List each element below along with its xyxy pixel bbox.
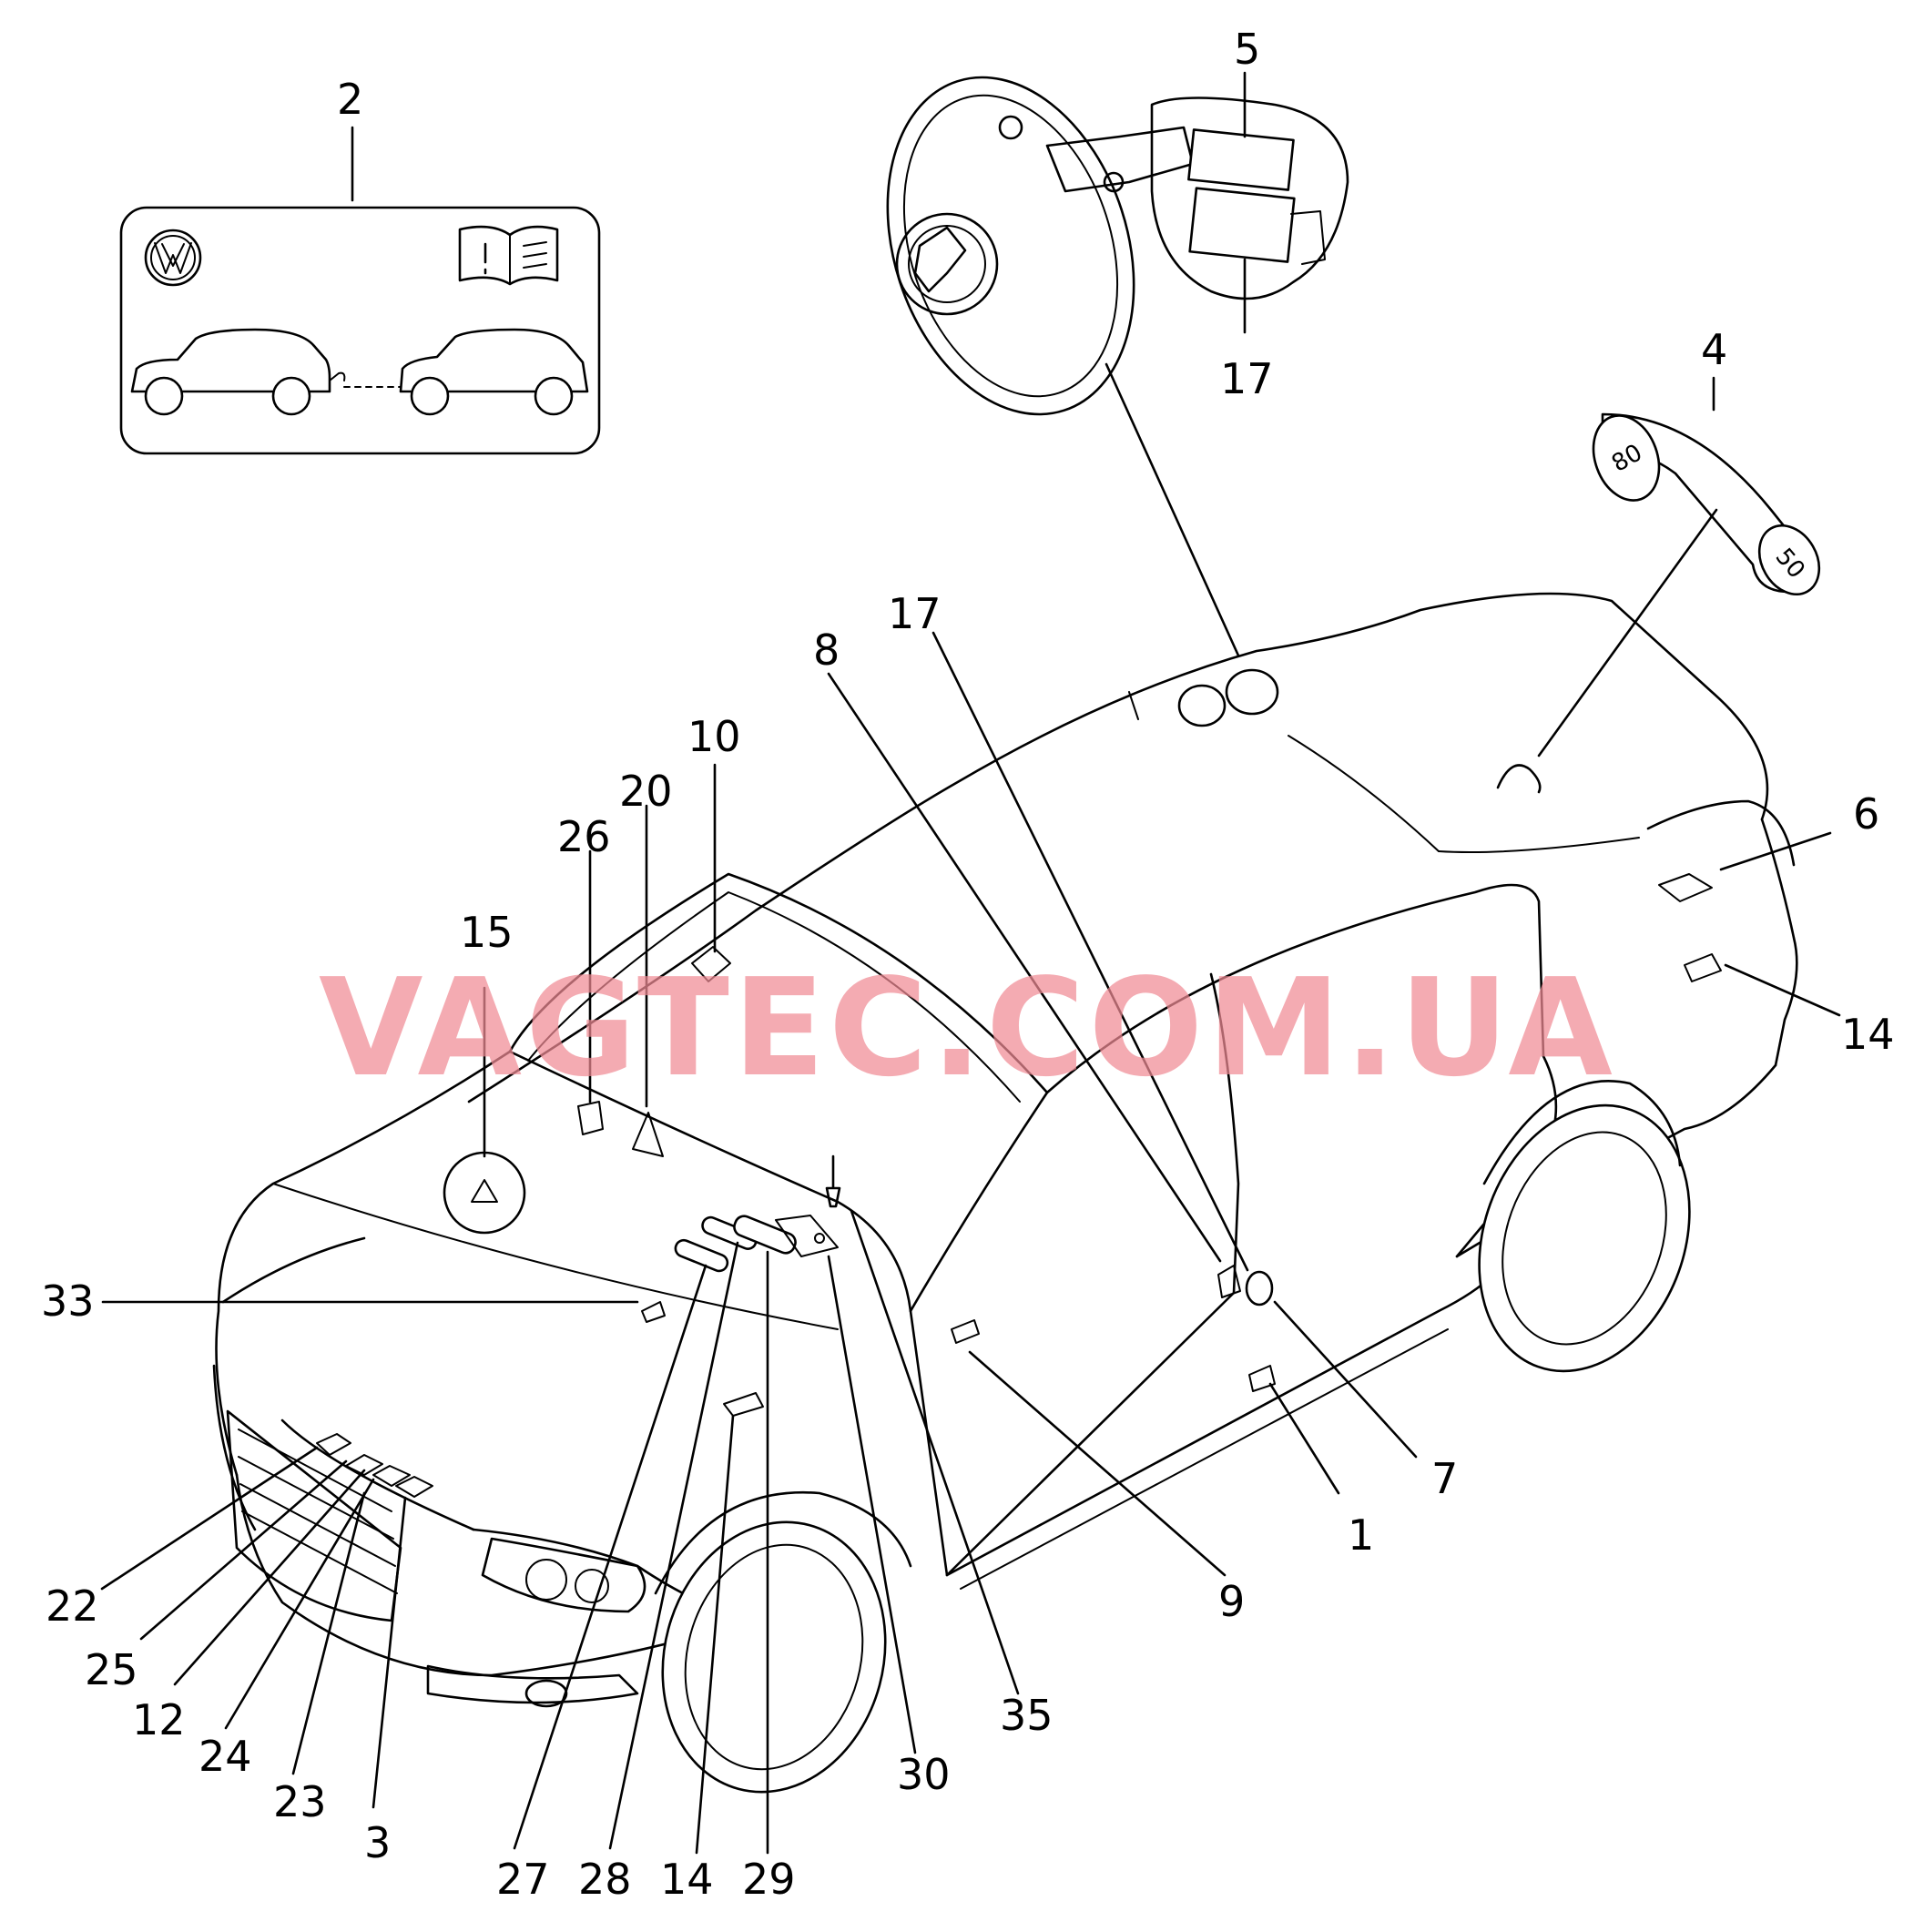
- callout-9: 9: [1218, 1577, 1245, 1626]
- vw-logo-icon: [144, 229, 202, 287]
- owner-manual-icon: [458, 225, 559, 286]
- callout-24: 24: [199, 1732, 252, 1781]
- speed-sticker-icon: 80 50: [1537, 376, 1821, 758]
- callout-3: 3: [364, 1818, 391, 1867]
- callout-8: 8: [813, 625, 840, 675]
- callout-2: 2: [337, 75, 363, 124]
- callout-35: 35: [1000, 1691, 1054, 1740]
- callout-28: 28: [578, 1855, 632, 1904]
- callout-15: 15: [460, 908, 514, 957]
- callout-27: 27: [496, 1855, 550, 1904]
- leader-lines: [100, 631, 1841, 1855]
- callout-14-rear: 14: [1841, 1010, 1895, 1059]
- fuel-flap-icon: [886, 71, 1349, 657]
- callout-23: 23: [273, 1777, 327, 1826]
- callout-4: 4: [1701, 325, 1727, 374]
- callouts: 1 2 3 4 5 6 7 8 9 10 12 14 14 15 17 17 2…: [41, 25, 1895, 1904]
- callout-33: 33: [41, 1276, 95, 1326]
- callout-20: 20: [619, 767, 673, 816]
- callout-10: 10: [687, 712, 741, 761]
- callout-30: 30: [897, 1750, 951, 1799]
- callout-12: 12: [132, 1695, 186, 1744]
- callout-1: 1: [1348, 1510, 1374, 1560]
- callout-26: 26: [557, 812, 611, 861]
- callout-25: 25: [85, 1645, 138, 1694]
- tow-cars-icon: [130, 328, 589, 416]
- callout-14-front: 14: [660, 1855, 714, 1904]
- callout-22: 22: [46, 1581, 99, 1631]
- callout-5: 5: [1234, 25, 1260, 74]
- callout-17-car: 17: [888, 589, 942, 638]
- watermark-text: VAGTEC.COM.UA: [319, 950, 1616, 1106]
- callout-7: 7: [1431, 1454, 1458, 1503]
- callout-17-flap: 17: [1220, 354, 1274, 403]
- callout-6: 6: [1853, 789, 1879, 839]
- towing-label-detail: [119, 126, 601, 455]
- warning-triangle-icon: [471, 1179, 498, 1203]
- callout-29: 29: [742, 1855, 796, 1904]
